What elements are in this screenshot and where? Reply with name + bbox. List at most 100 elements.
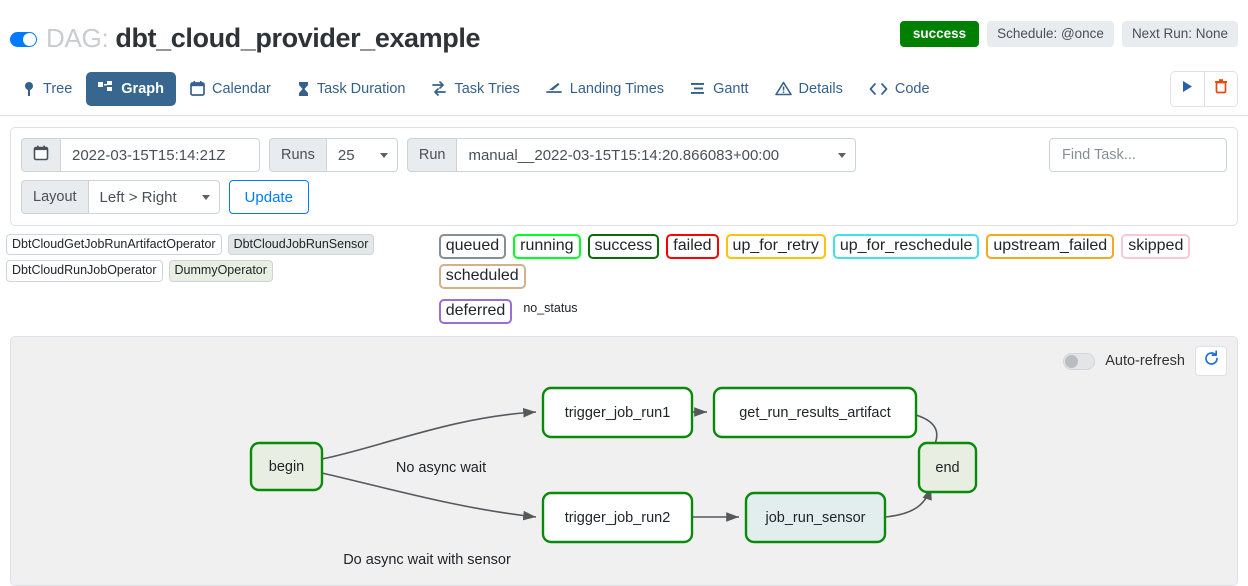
auto-refresh-toggle[interactable] [1063, 352, 1096, 370]
tab-task-tries-label: Task Tries [454, 80, 520, 97]
legend-status-skipped[interactable]: skipped [1121, 234, 1191, 259]
edge-label-no-async-wait: No async wait [396, 460, 486, 476]
layout-select[interactable]: Left > Right [87, 180, 220, 214]
status-badge: success [899, 21, 980, 47]
base-date-value: 2022-03-15T15:14:21Z [72, 146, 226, 164]
legend-status-scheduled[interactable]: scheduled [438, 264, 526, 289]
legend-status-up-for-reschedule[interactable]: up_for_reschedule [832, 234, 980, 259]
tab-graph[interactable]: Graph [86, 71, 176, 106]
trash-icon [1214, 78, 1228, 99]
graph-svg: No async wait Do async wait with sensor … [249, 386, 978, 568]
tab-task-duration[interactable]: Task Duration [285, 72, 418, 106]
search-input[interactable]: Find Task... [1049, 138, 1227, 172]
run-label: Run [406, 138, 457, 172]
base-date-group: 2022-03-15T15:14:21Z [21, 138, 260, 172]
calendar-icon [33, 145, 49, 165]
edge-label-do-async-wait: Do async wait with sensor [343, 552, 511, 568]
trigger-dag-button[interactable] [1171, 71, 1204, 106]
node-job-run-sensor[interactable]: job_run_sensor [744, 491, 887, 544]
dag-prefix-label: DAG: [46, 22, 109, 53]
code-icon [869, 82, 888, 96]
tab-calendar-label: Calendar [211, 80, 271, 97]
dag-pause-toggle[interactable] [10, 32, 37, 47]
tab-landing-times[interactable]: Landing Times [534, 72, 676, 106]
layout-label: Layout [21, 180, 88, 214]
chevron-down-icon [379, 152, 388, 158]
legend-status-failed[interactable]: failed [666, 234, 719, 259]
node-trigger-job-run1-label: trigger_job_run1 [565, 405, 671, 421]
base-date-input[interactable]: 2022-03-15T15:14:21Z [60, 138, 260, 172]
landing-icon [545, 81, 563, 96]
dag-header: DAG: dbt_cloud_provider_example success … [0, 0, 1248, 62]
next-run-badge: Next Run: None [1121, 21, 1238, 47]
tab-landing-times-label: Landing Times [569, 80, 665, 97]
tab-task-tries[interactable]: Task Tries [419, 72, 531, 106]
legend-operator[interactable]: DbtCloudRunJobOperator [6, 260, 163, 282]
layout-row: Layout Left > Right Update [21, 180, 1227, 214]
run-group: Run manual__2022-03-15T15:14:20.866083+0… [406, 138, 857, 172]
node-get-run-results-artifact[interactable]: get_run_results_artifact [712, 386, 918, 439]
tree-icon [22, 81, 36, 97]
tab-details-label: Details [798, 80, 843, 97]
date-picker-button[interactable] [21, 138, 60, 172]
tab-tree[interactable]: Tree [10, 72, 84, 106]
node-end[interactable]: end [917, 441, 978, 494]
node-trigger-job-run2[interactable]: trigger_job_run2 [541, 491, 694, 544]
run-select[interactable]: manual__2022-03-15T15:14:20.866083+00:00 [456, 138, 857, 172]
graph-icon [98, 81, 114, 96]
auto-refresh-label: Auto-refresh [1105, 353, 1185, 369]
delete-dag-button[interactable] [1204, 71, 1237, 106]
legend: DbtCloudGetJobRunArtifactOperator DbtClo… [0, 226, 1248, 330]
status-legend: queued running success failed up_for_ret… [438, 234, 1242, 324]
run-label-text: Run [418, 147, 446, 163]
legend-status-upstream-failed[interactable]: upstream_failed [986, 234, 1115, 259]
update-button[interactable]: Update [228, 180, 309, 214]
retry-icon [431, 81, 447, 96]
node-get-run-results-artifact-label: get_run_results_artifact [739, 405, 891, 421]
edge-begin-to-trigger1 [321, 407, 537, 460]
calendar-icon [190, 81, 205, 96]
runs-value: 25 [337, 146, 355, 164]
tab-tree-label: Tree [43, 80, 73, 97]
dag-graph-canvas[interactable]: Auto-refresh No async wait [10, 336, 1238, 586]
refresh-icon [1203, 350, 1220, 372]
schedule-badge[interactable]: Schedule: @once [987, 21, 1114, 47]
update-button-label: Update [244, 188, 293, 206]
legend-status-no-status: no_status [523, 301, 578, 315]
tab-code[interactable]: Code [857, 72, 942, 106]
node-begin-label: begin [269, 459, 304, 475]
layout-label-text: Layout [33, 189, 77, 205]
legend-status-success[interactable]: success [587, 234, 660, 259]
refresh-button[interactable] [1195, 346, 1227, 376]
tab-graph-label: Graph [121, 80, 164, 97]
run-value: manual__2022-03-15T15:14:20.866083+00:00 [468, 146, 780, 164]
legend-status-up-for-retry[interactable]: up_for_retry [725, 234, 826, 259]
layout-value: Left > Right [99, 188, 177, 206]
tab-gantt[interactable]: Gantt [678, 72, 760, 106]
play-icon [1182, 80, 1194, 98]
dag-action-buttons [1170, 70, 1238, 107]
layout-group: Layout Left > Right [21, 180, 220, 214]
legend-status-deferred[interactable]: deferred [438, 299, 513, 324]
find-task-placeholder: Find Task... [1062, 147, 1136, 163]
dag-title: dbt_cloud_provider_example [115, 22, 481, 53]
runs-select[interactable]: 25 [325, 138, 398, 172]
runs-group: Runs 25 [269, 138, 398, 172]
tab-task-duration-label: Task Duration [316, 80, 406, 97]
legend-operator[interactable]: DbtCloudGetJobRunArtifactOperator [6, 234, 222, 256]
tab-code-label: Code [894, 80, 930, 97]
legend-operator[interactable]: DbtCloudJobRunSensor [227, 234, 375, 256]
hourglass-icon [297, 81, 310, 97]
legend-status-queued[interactable]: queued [438, 234, 507, 259]
tab-calendar[interactable]: Calendar [178, 72, 283, 106]
tab-details[interactable]: Details [763, 72, 855, 106]
node-job-run-sensor-label: job_run_sensor [765, 510, 866, 526]
legend-status-running[interactable]: running [513, 234, 581, 259]
node-begin[interactable]: begin [249, 441, 324, 492]
legend-operator[interactable]: DummyOperator [168, 260, 273, 282]
node-trigger-job-run1[interactable]: trigger_job_run1 [541, 386, 694, 439]
node-trigger-job-run2-label: trigger_job_run2 [565, 510, 671, 526]
filter-panel: 2022-03-15T15:14:21Z Runs 25 Run manual_… [10, 127, 1238, 226]
dag-status-badges: success Schedule: @once Next Run: None [899, 21, 1238, 47]
operator-legend: DbtCloudGetJobRunArtifactOperator DbtClo… [6, 234, 439, 324]
